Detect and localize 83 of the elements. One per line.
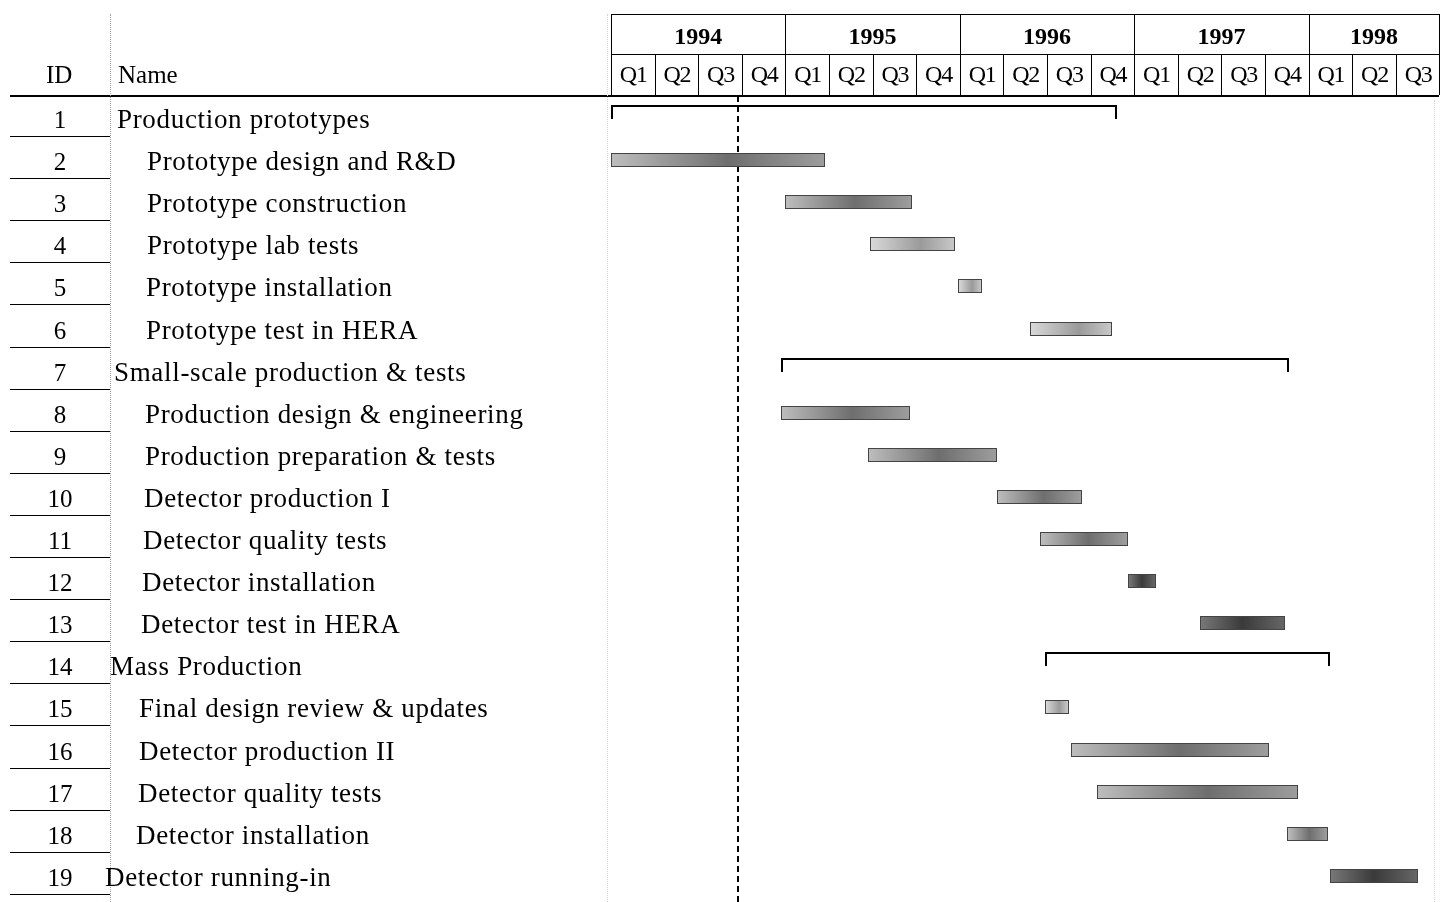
quarter-label: Q3 xyxy=(706,62,736,86)
quarter-label: Q4 xyxy=(749,62,780,86)
summary-bracket xyxy=(781,357,1289,372)
task-name: Production preparation & tests xyxy=(145,442,496,470)
year-label: 1998 xyxy=(1349,24,1399,48)
task-name: Mass Production xyxy=(110,653,303,681)
quarter-label: Q3 xyxy=(1403,62,1433,86)
quarter-label: Q2 xyxy=(1185,62,1215,86)
task-name: Detector installation xyxy=(136,821,370,849)
task-name: Detector running-in xyxy=(105,863,332,891)
quarter-label: Q1 xyxy=(1316,62,1346,86)
task-id: 6 xyxy=(52,317,68,343)
task-name: Prototype test in HERA xyxy=(146,316,419,344)
quarter-label: Q1 xyxy=(618,62,648,86)
column-header: Name xyxy=(118,62,178,87)
task-name: Prototype construction xyxy=(147,190,408,218)
task-id: 8 xyxy=(52,401,68,427)
task-id: 18 xyxy=(46,822,74,848)
task-id: 14 xyxy=(46,654,74,680)
quarter-label: Q2 xyxy=(836,62,866,86)
task-name: Detector production I xyxy=(144,484,391,512)
task-bar xyxy=(868,447,997,462)
task-id: 10 xyxy=(46,485,74,511)
task-bar xyxy=(957,279,982,294)
year-label: 1997 xyxy=(1196,24,1247,48)
task-bar xyxy=(1044,700,1069,715)
quarter-label: Q2 xyxy=(662,62,692,86)
quarter-label: Q2 xyxy=(1011,62,1041,86)
summary-bracket xyxy=(611,105,1117,119)
task-name: Prototype design and R&D xyxy=(147,148,457,176)
task-id: 13 xyxy=(46,612,74,638)
quarter-label: Q4 xyxy=(1098,62,1128,86)
task-id: 4 xyxy=(52,233,68,259)
summary-bracket xyxy=(1044,652,1331,667)
task-name: Small-scale production & tests xyxy=(114,358,467,386)
task-name: Final design review & updates xyxy=(139,695,489,723)
year-label: 1994 xyxy=(673,24,724,48)
task-id: 7 xyxy=(52,359,68,385)
task-id: 17 xyxy=(46,780,74,806)
task-id: 15 xyxy=(46,696,74,722)
task-bar xyxy=(1286,826,1329,841)
task-bar xyxy=(996,489,1082,504)
year-label: 1995 xyxy=(847,24,898,48)
quarter-label: Q3 xyxy=(880,62,910,86)
task-id: 12 xyxy=(46,570,74,596)
task-bar xyxy=(611,153,825,168)
quarter-label: Q2 xyxy=(1360,62,1389,86)
task-name: Prototype installation xyxy=(146,274,393,302)
task-bar xyxy=(781,405,910,420)
task-name: Detector production II xyxy=(139,737,396,765)
quarter-label: Q1 xyxy=(793,62,823,86)
quarter-label: Q3 xyxy=(1054,62,1084,86)
task-id: 2 xyxy=(52,149,68,175)
task-bar xyxy=(1040,532,1128,546)
quarter-label: Q3 xyxy=(1229,62,1259,86)
task-bar xyxy=(870,237,956,252)
task-bar xyxy=(1199,616,1285,631)
task-id: 19 xyxy=(46,864,74,890)
task-name: Detector installation xyxy=(142,569,376,597)
quarter-label: Q4 xyxy=(924,62,954,86)
column-header: ID xyxy=(46,62,73,87)
task-name: Detector quality tests xyxy=(143,527,388,554)
task-name: Production prototypes xyxy=(117,106,371,133)
task-id: 5 xyxy=(52,275,68,301)
task-bar xyxy=(1070,742,1270,757)
task-name: Production design & engineering xyxy=(145,400,524,428)
quarter-label: Q1 xyxy=(967,62,997,86)
task-name: Detector test in HERA xyxy=(141,611,401,639)
task-bar xyxy=(1127,574,1156,589)
quarter-label: Q4 xyxy=(1272,62,1303,86)
task-id: 1 xyxy=(52,107,68,132)
task-id: 16 xyxy=(46,738,74,764)
task-id: 3 xyxy=(52,191,68,217)
task-bar xyxy=(1330,868,1418,883)
task-bar xyxy=(1029,321,1113,336)
year-label: 1996 xyxy=(1022,24,1072,48)
task-name: Detector quality tests xyxy=(138,779,383,807)
task-bar xyxy=(1097,784,1298,799)
quarter-label: Q1 xyxy=(1142,62,1171,86)
task-bar xyxy=(785,195,912,210)
task-id: 9 xyxy=(52,443,68,469)
task-id: 11 xyxy=(46,528,74,553)
task-name: Prototype lab tests xyxy=(147,232,360,260)
